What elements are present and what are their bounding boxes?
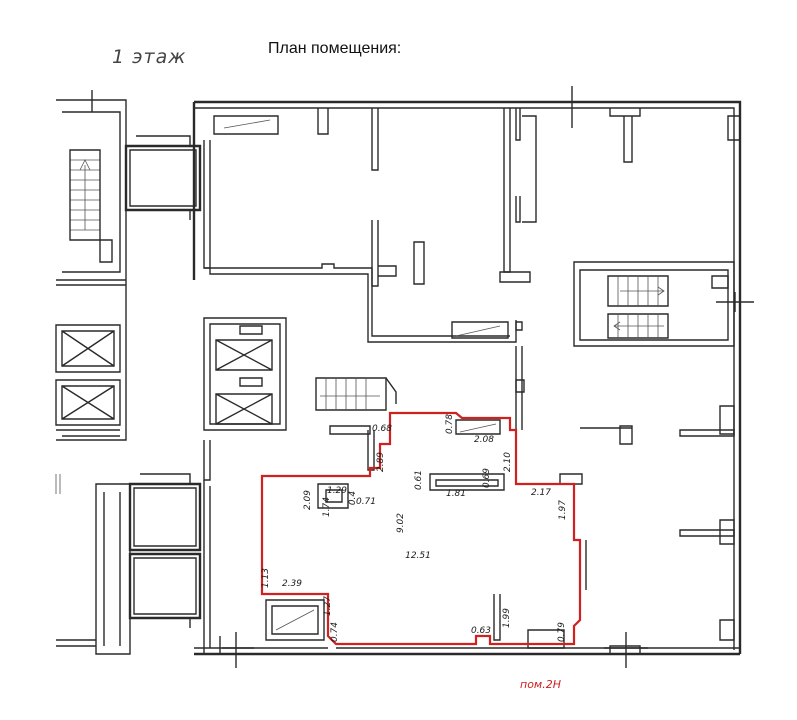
room-name-label: пом.2Н <box>520 678 561 691</box>
dimension-label: 0.71 <box>356 497 376 507</box>
dimension-label: 1.81 <box>446 489 466 499</box>
dimension-label: 0.4 <box>348 491 358 506</box>
dimension-label: 2.08 <box>474 435 494 445</box>
dimension-label: 2.17 <box>531 488 551 498</box>
dimension-label: 9.02 <box>396 513 406 533</box>
dimension-label: 0.79 <box>557 622 567 642</box>
dimension-label: 2.39 <box>282 579 302 589</box>
dimension-label: 1.99 <box>502 608 512 628</box>
dimension-labels: 0.68 0.78 2.08 2.89 2.10 0.61 0.69 1.81 2.17 1.29… <box>261 414 568 642</box>
dimension-label: 0.61 <box>414 470 424 490</box>
dimension-label: 12.51 <box>405 551 431 561</box>
dimension-label: 1.13 <box>261 568 271 588</box>
dimension-label: 0.68 <box>372 424 392 434</box>
dimension-label: 1.97 <box>558 500 568 520</box>
dimension-label: 1.74 <box>322 497 332 517</box>
dimension-label: 0.63 <box>471 626 491 636</box>
building-walls <box>55 86 754 668</box>
room-2n-outline <box>260 411 582 646</box>
dimension-label: 0.78 <box>445 414 455 434</box>
dimension-label: 0.74 <box>330 622 340 642</box>
dimension-label: 2.89 <box>376 452 386 472</box>
dimension-label: 1.27 <box>323 596 333 616</box>
floor-label: 1 этаж <box>112 46 187 68</box>
plan-title: План помещения: <box>268 40 402 57</box>
dimension-label: 2.09 <box>303 490 313 510</box>
dimension-label: 2.10 <box>503 452 513 472</box>
dimension-label: 1.29 <box>327 486 347 496</box>
dimension-label: 0.69 <box>482 468 492 488</box>
